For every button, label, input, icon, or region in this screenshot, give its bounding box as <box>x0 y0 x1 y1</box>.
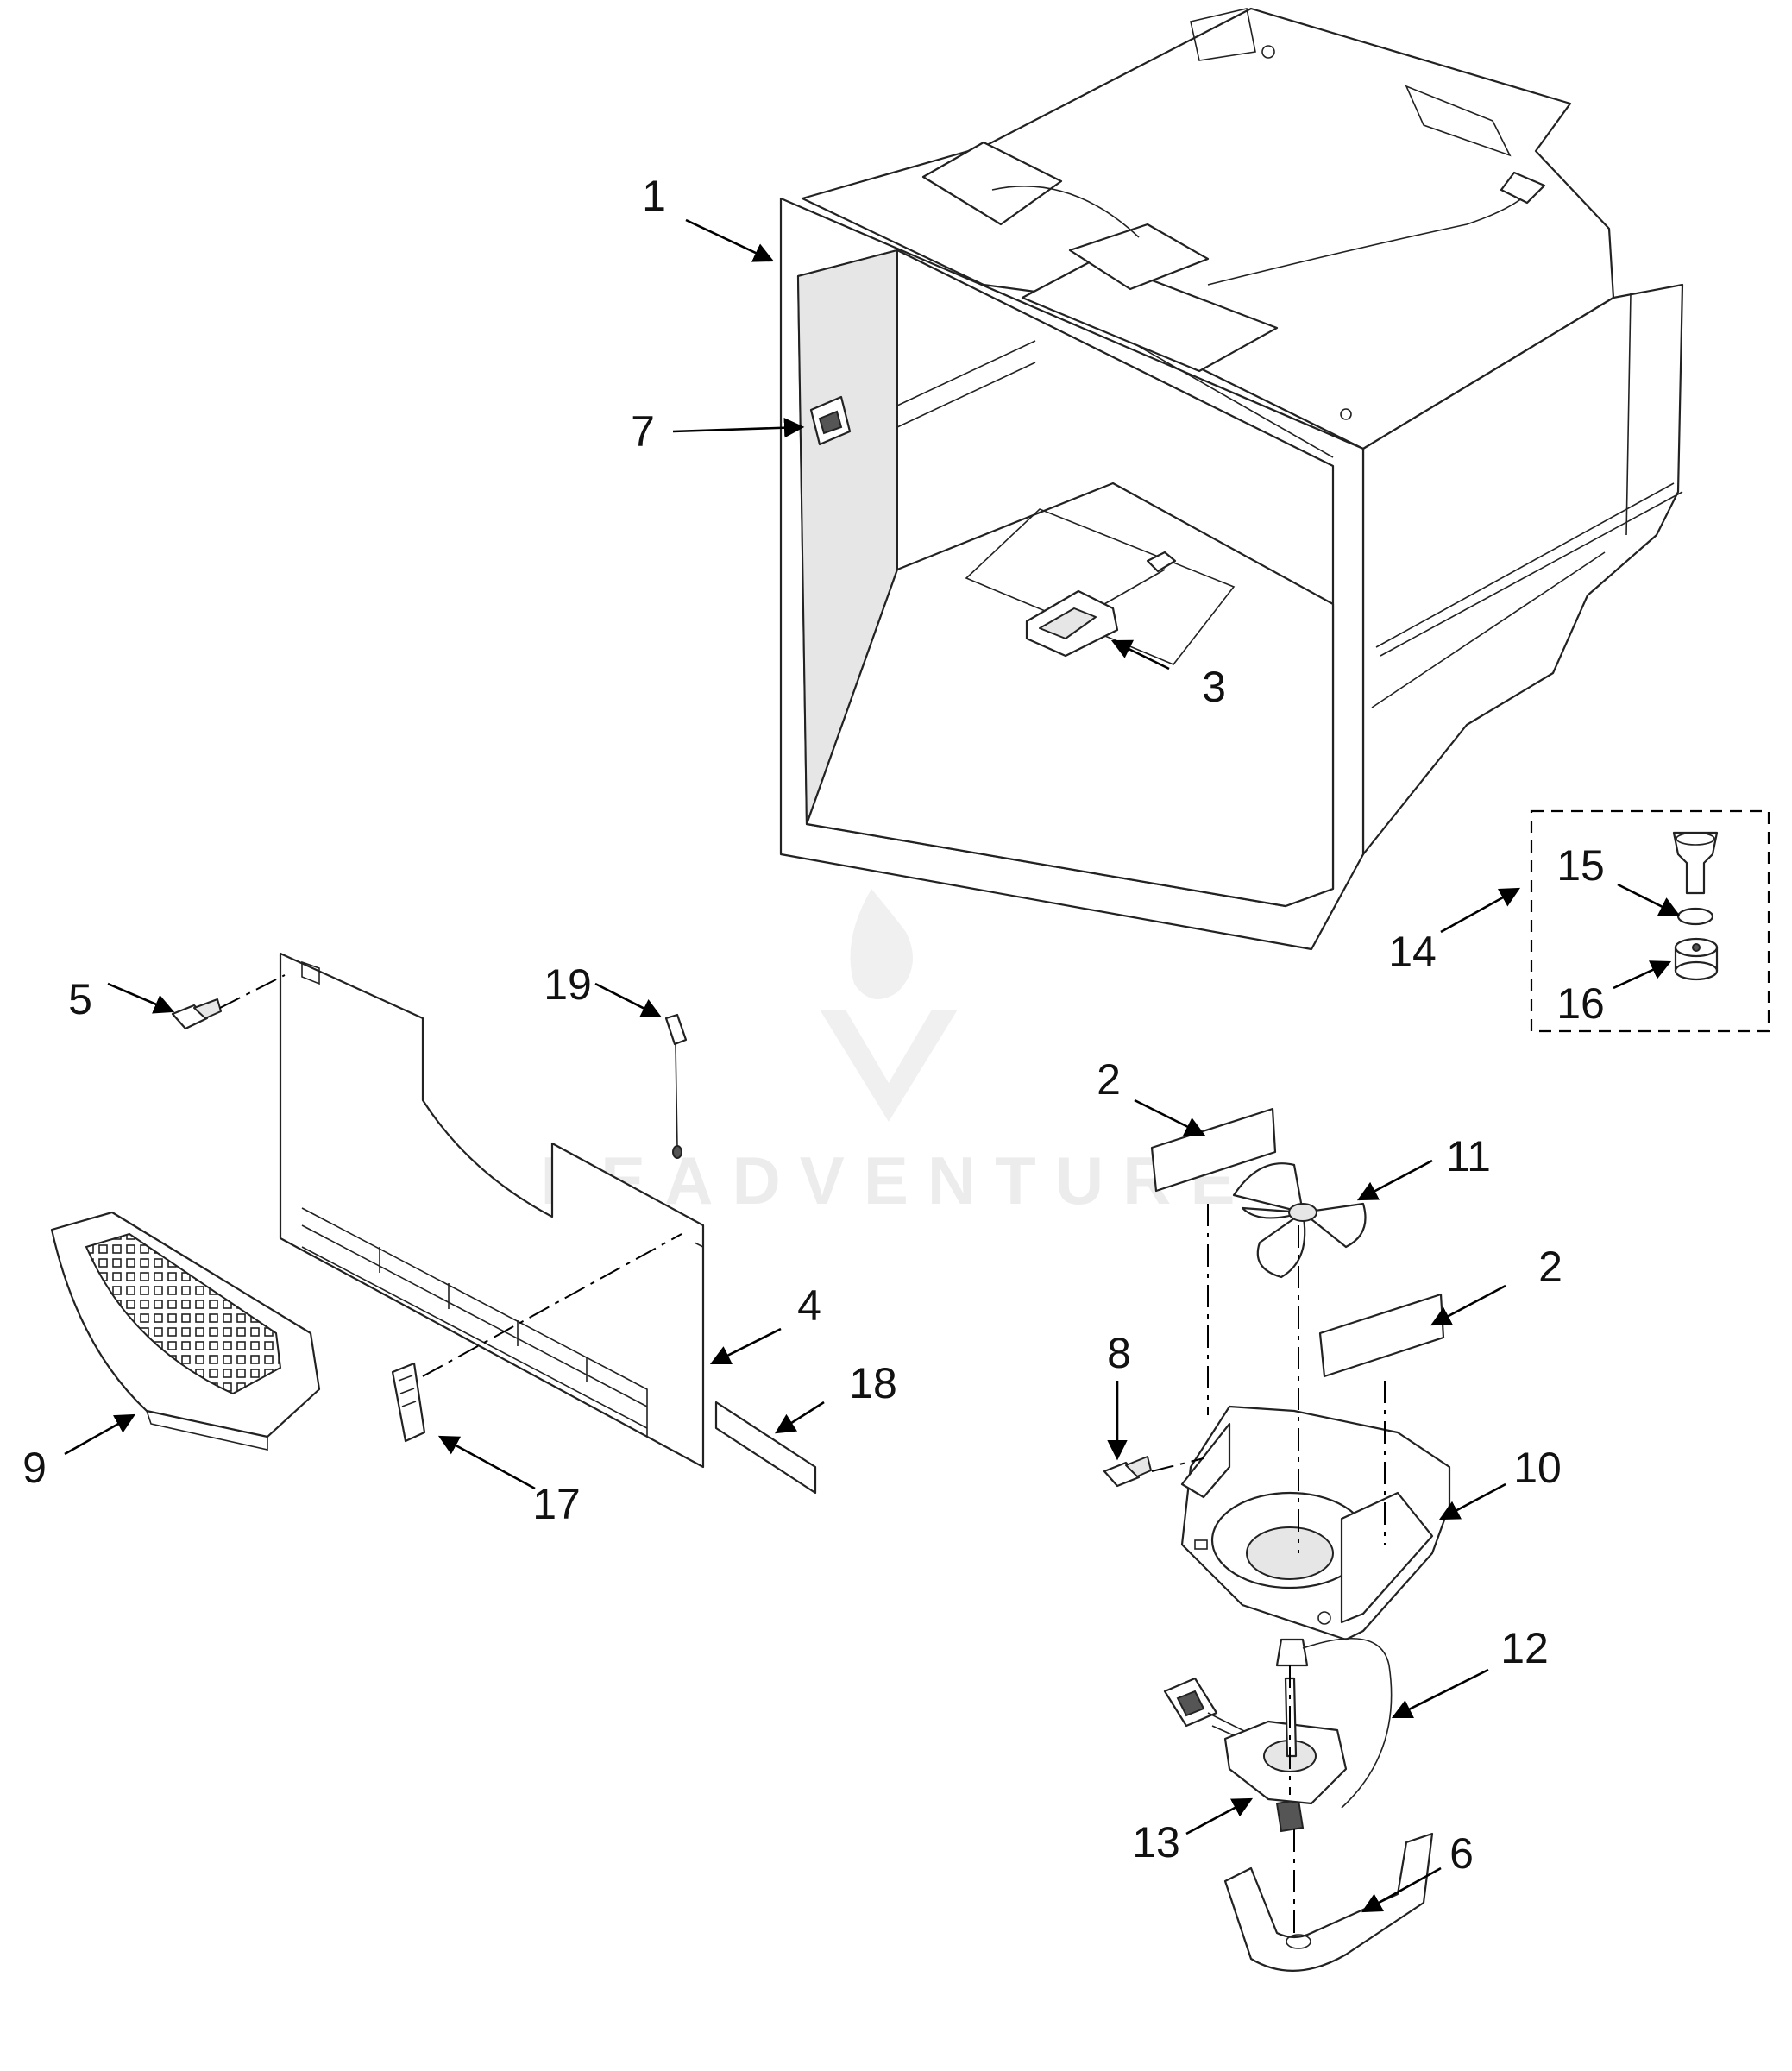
leader-19 <box>594 982 663 1018</box>
part-7-switch <box>809 395 852 446</box>
leader-16 <box>1613 960 1672 990</box>
leader-7 <box>672 418 805 438</box>
callout-3: 3 <box>1202 663 1226 711</box>
leader-4 <box>709 1327 782 1365</box>
callout-1: 1 <box>642 172 666 220</box>
part-6-bracket <box>1223 1832 1434 1972</box>
leader-15 <box>1617 883 1681 916</box>
watermark: LEADVENTURE <box>540 889 1236 1218</box>
leader-3 <box>1110 639 1170 670</box>
callout-14: 14 <box>1388 928 1437 976</box>
callout-labels: 1 2 2 3 4 5 6 7 8 9 10 11 12 13 14 15 16… <box>22 172 1605 1878</box>
callout-15: 15 <box>1556 841 1605 890</box>
part-17-clip <box>391 1362 426 1443</box>
part-11-fan-blade <box>1232 1162 1367 1279</box>
part-19-thermistor <box>664 1013 688 1159</box>
part-3-sensor <box>1025 551 1177 658</box>
callout-7: 7 <box>631 407 655 456</box>
leader-9 <box>64 1413 136 1456</box>
callout-5: 5 <box>68 975 92 1023</box>
leader-2b <box>1430 1284 1506 1326</box>
part-8-screw <box>1103 1456 1152 1488</box>
callout-13: 13 <box>1132 1818 1180 1866</box>
part-5-screw <box>171 998 222 1030</box>
leader-5 <box>107 982 175 1014</box>
part-15-fitting <box>1672 831 1719 926</box>
leader-6 <box>1361 1866 1442 1913</box>
callout-11: 11 <box>1446 1132 1491 1180</box>
leader-13 <box>1185 1797 1254 1835</box>
callout-9: 9 <box>22 1444 47 1492</box>
callout-16: 16 <box>1556 979 1605 1028</box>
part-2-foam-block-lower <box>1318 1293 1445 1378</box>
leader-18 <box>775 1401 825 1434</box>
leader-11 <box>1356 1159 1433 1201</box>
assembly-center-lines <box>219 974 1386 1937</box>
leader-12 <box>1391 1668 1489 1719</box>
callout-19: 19 <box>544 960 592 1009</box>
callout-2-upper: 2 <box>1097 1055 1121 1104</box>
callout-8: 8 <box>1107 1329 1131 1377</box>
leader-10 <box>1438 1482 1506 1520</box>
part-1-freezer-liner <box>779 7 1684 951</box>
part-10-fan-shroud <box>1180 1405 1451 1641</box>
leader-arrows <box>64 218 1681 1913</box>
callout-10: 10 <box>1513 1444 1562 1492</box>
callout-12: 12 <box>1500 1624 1549 1672</box>
leader-14 <box>1440 887 1521 934</box>
kit-14-box <box>1530 809 1770 1033</box>
leader-1 <box>685 218 775 262</box>
leader-17 <box>437 1435 536 1490</box>
part-4-rear-panel <box>279 952 705 1469</box>
callout-6: 6 <box>1449 1829 1474 1878</box>
part-18-gasket <box>714 1401 817 1495</box>
part-13-fan-motor <box>1163 1677 1348 1805</box>
part-2-foam-block-upper <box>1150 1107 1277 1193</box>
callout-4: 4 <box>797 1281 821 1330</box>
callout-17: 17 <box>532 1480 581 1528</box>
leader-2a <box>1134 1098 1206 1136</box>
part-16-washer <box>1674 937 1719 981</box>
part-9-grille <box>50 1211 321 1451</box>
callout-2-lower: 2 <box>1538 1243 1562 1291</box>
callout-18: 18 <box>849 1359 897 1407</box>
